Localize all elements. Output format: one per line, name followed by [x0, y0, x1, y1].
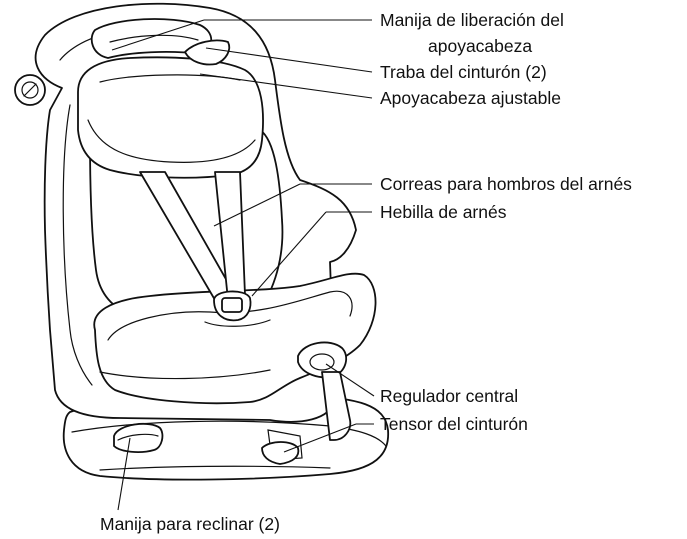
label-belt-tensioner: Tensor del cinturón	[380, 414, 528, 434]
belt-lock	[184, 39, 231, 66]
leader-headrest-release	[111, 19, 205, 51]
adjustable-headrest	[77, 56, 264, 179]
leader-shoulder-straps	[213, 183, 301, 227]
label-shoulder-straps: Correas para hombros del arnés	[380, 174, 632, 194]
label-headrest-release-line1: Manija de liberación del	[380, 10, 564, 30]
label-headrest-release-line2: apoyacabeza	[428, 36, 532, 56]
leader-recline-handle	[117, 437, 131, 511]
label-adjustable-headrest: Apoyacabeza ajustable	[380, 88, 561, 108]
label-harness-buckle: Hebilla de arnés	[380, 202, 507, 222]
central-adjuster	[297, 341, 348, 379]
leader-harness-buckle	[251, 211, 327, 297]
label-recline-handle: Manija para reclinar (2)	[100, 514, 280, 534]
leader-central-adjuster	[325, 363, 375, 397]
shoulder-straps	[139, 171, 246, 301]
recline-handle	[113, 422, 164, 453]
label-belt-lock: Traba del cinturón (2)	[380, 62, 547, 82]
leader-lines	[111, 19, 375, 511]
leader-belt-lock	[205, 47, 373, 73]
harness-buckle	[204, 290, 271, 327]
leader-belt-tensioner	[283, 423, 357, 453]
leader-adjustable-headrest	[199, 73, 373, 99]
label-central-adjuster: Regulador central	[380, 386, 518, 406]
labels: Manija de liberación del apoyacabeza Tra…	[100, 10, 632, 534]
belt-tensioner	[261, 371, 352, 465]
side-knob	[14, 74, 46, 106]
